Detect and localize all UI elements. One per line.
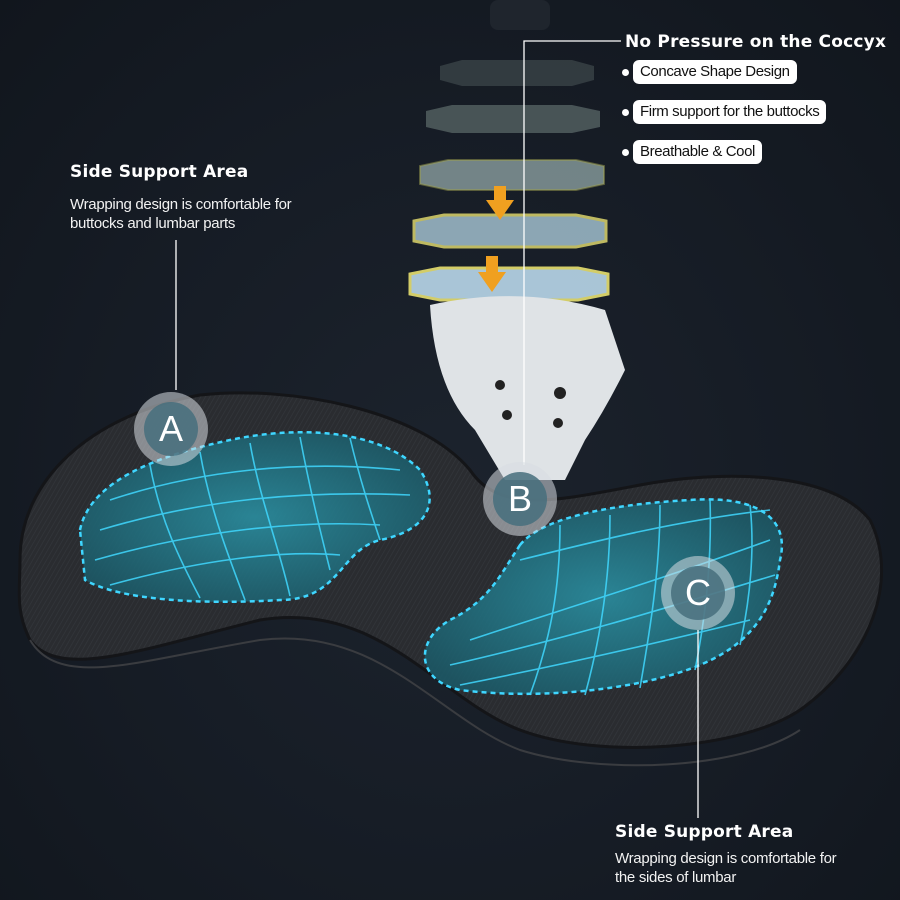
- left-callout-title: Side Support Area: [70, 162, 249, 182]
- feature-item: Breathable & Cool: [622, 140, 826, 164]
- zone-b-label: B: [493, 472, 547, 526]
- zone-c-marker: C: [661, 556, 735, 630]
- feature-pill: Firm support for the buttocks: [633, 100, 827, 124]
- cushion-illustration: [17, 391, 884, 767]
- bullet-icon: [622, 148, 629, 156]
- spine-illustration: [408, 0, 625, 480]
- feature-list: Concave Shape Design Firm support for th…: [622, 60, 827, 180]
- zone-a-marker: A: [134, 392, 208, 466]
- bullet-icon: [622, 108, 629, 116]
- bullet-icon: [622, 68, 629, 76]
- feature-item: Concave Shape Design: [622, 60, 826, 84]
- coccyx-callout-title: No Pressure on the Coccyx: [625, 32, 887, 52]
- leader-lines: [175, 40, 699, 818]
- feature-pill: Breathable & Cool: [633, 140, 762, 164]
- bottom-callout-title: Side Support Area: [615, 822, 794, 842]
- zone-b-marker: B: [483, 462, 557, 536]
- pressure-arrow-icon: [486, 186, 514, 220]
- bottom-callout-description: Wrapping design is comfortable for the s…: [615, 850, 837, 886]
- zone-a-label: A: [144, 402, 198, 456]
- left-callout-description: Wrapping design is comfortable for butto…: [70, 196, 292, 232]
- feature-item: Firm support for the buttocks: [622, 100, 827, 124]
- zone-c-label: C: [671, 566, 725, 620]
- pressure-arrow-icon: [478, 256, 506, 292]
- feature-pill: Concave Shape Design: [633, 60, 797, 84]
